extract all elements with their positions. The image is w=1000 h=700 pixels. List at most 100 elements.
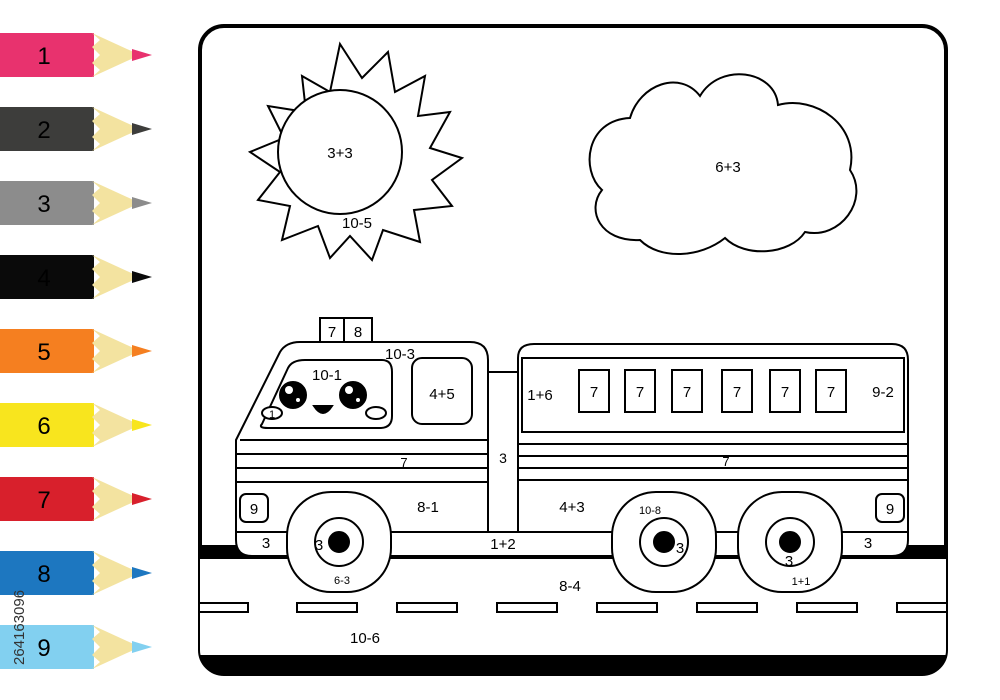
wheel-middle bbox=[611, 491, 717, 593]
right-light bbox=[875, 493, 905, 523]
cloud-shape bbox=[588, 73, 858, 256]
fire-truck: 7 8 1 10-3 10-1 4+5 7 3 bbox=[235, 317, 909, 593]
body-end-label: 9-2 bbox=[872, 384, 894, 401]
ladder-rung-label: 7 bbox=[827, 384, 835, 401]
pencil-number: 4 bbox=[37, 265, 50, 292]
pencil-body bbox=[0, 329, 94, 373]
cloud-label: 6+3 bbox=[715, 159, 740, 176]
siren-left-label: 7 bbox=[328, 324, 336, 341]
siren-right bbox=[343, 317, 373, 343]
sun-center bbox=[277, 89, 403, 215]
pencil-number: 1 bbox=[37, 43, 50, 70]
right-eye-icon bbox=[339, 381, 367, 409]
wheel3-hub-label: 3 bbox=[785, 553, 793, 570]
cheek-right bbox=[365, 406, 387, 420]
wheel-front bbox=[286, 491, 392, 593]
pencil-wood-tip bbox=[92, 551, 140, 595]
pencil-number: 6 bbox=[37, 413, 50, 440]
pencil-8: 8 bbox=[0, 551, 152, 595]
body-stripes bbox=[518, 443, 908, 481]
left-light-label: 9 bbox=[250, 501, 258, 518]
cab-lower-label: 8-1 bbox=[417, 499, 439, 516]
pencil-9: 9 bbox=[0, 625, 152, 669]
siren-right-label: 8 bbox=[354, 324, 362, 341]
pencil-number: 2 bbox=[37, 117, 50, 144]
pencil-lead bbox=[132, 123, 152, 135]
pencil-6: 6 bbox=[0, 403, 152, 447]
pencil-wood-tip bbox=[92, 477, 140, 521]
pencil-wood-tip bbox=[92, 107, 140, 151]
chassis-label: 1+2 bbox=[490, 536, 515, 553]
pencil-lead bbox=[132, 641, 152, 653]
pencil-5: 5 bbox=[0, 329, 152, 373]
pencil-3: 3 bbox=[0, 181, 152, 225]
pencil-2: 2 bbox=[0, 107, 152, 151]
road-label: 8-4 bbox=[559, 578, 581, 595]
body-lower-label: 4+3 bbox=[559, 499, 584, 516]
pencil-1: 1 bbox=[0, 33, 152, 77]
cab-window-label: 4+5 bbox=[429, 386, 454, 403]
wheel1-tire-label: 6-3 bbox=[334, 575, 350, 587]
left-light bbox=[239, 493, 269, 523]
cab-window bbox=[411, 357, 473, 425]
ladder-rung-label: 7 bbox=[590, 384, 598, 401]
pencil-lead bbox=[132, 49, 152, 61]
pencil-lead bbox=[132, 493, 152, 505]
pencil-lead bbox=[132, 345, 152, 357]
cab-stripes-label: 7 bbox=[400, 455, 407, 470]
pencil-body bbox=[0, 625, 94, 669]
cab-top-label: 10-3 bbox=[385, 346, 415, 363]
pencil-body bbox=[0, 33, 94, 77]
cab-stripes bbox=[236, 439, 488, 483]
ladder-rung-label: 7 bbox=[683, 384, 691, 401]
pencil-wood-tip bbox=[92, 33, 140, 77]
ladder-rung-label: 7 bbox=[636, 384, 644, 401]
road-dashes bbox=[200, 602, 946, 613]
bumper-left-label: 3 bbox=[262, 535, 270, 552]
pencil-lead bbox=[132, 567, 152, 579]
smile-icon bbox=[312, 405, 334, 414]
windshield bbox=[259, 359, 393, 429]
cute-face bbox=[261, 381, 387, 420]
pencil-color-key: 1 2 3 4 5 6 7 8 9 bbox=[0, 33, 152, 669]
pencil-7: 7 bbox=[0, 477, 152, 521]
road-black-band-bottom bbox=[200, 655, 946, 674]
cloud: 6+3 bbox=[588, 73, 858, 256]
pencil-number: 8 bbox=[37, 561, 50, 588]
wheel2-hub-label: 3 bbox=[676, 540, 684, 557]
pencil-body bbox=[0, 181, 94, 225]
cheek-left bbox=[261, 406, 283, 420]
pencil-body bbox=[0, 403, 94, 447]
pencil-4: 4 bbox=[0, 255, 152, 299]
wheel2-tire-label: 10-8 bbox=[639, 505, 661, 517]
ladder-rung-label: 7 bbox=[733, 384, 741, 401]
cheek-label: 1 bbox=[269, 409, 275, 421]
ladder-rung-label: 7 bbox=[781, 384, 789, 401]
pencil-lead bbox=[132, 419, 152, 431]
bumper-right-label: 3 bbox=[864, 535, 872, 552]
left-eye-icon bbox=[279, 381, 307, 409]
right-light-label: 9 bbox=[886, 501, 894, 518]
windshield-label: 10-1 bbox=[312, 367, 342, 384]
stock-id-watermark: 264163096 bbox=[11, 590, 28, 665]
pencil-lead bbox=[132, 197, 152, 209]
stock-id-text: 264163096 bbox=[11, 590, 28, 665]
pencil-wood-tip bbox=[92, 625, 140, 669]
pencil-wood-tip bbox=[92, 181, 140, 225]
pencil-number: 5 bbox=[37, 339, 50, 366]
ladder-rungs bbox=[578, 369, 847, 413]
pencil-number: 7 bbox=[37, 487, 50, 514]
body-front-label: 1+6 bbox=[527, 387, 552, 404]
pencil-lead bbox=[132, 271, 152, 283]
connector-label: 3 bbox=[499, 450, 507, 466]
sun: 3+3 10-5 bbox=[247, 41, 465, 262]
wheel1-hub-label: 3 bbox=[315, 537, 323, 554]
pencil-number: 3 bbox=[37, 191, 50, 218]
pencil-wood-tip bbox=[92, 403, 140, 447]
sun-center-label: 3+3 bbox=[327, 145, 352, 162]
pencil-body bbox=[0, 255, 94, 299]
pencil-body bbox=[0, 551, 94, 595]
wheel-rear bbox=[737, 491, 843, 593]
pencil-body bbox=[0, 107, 94, 151]
